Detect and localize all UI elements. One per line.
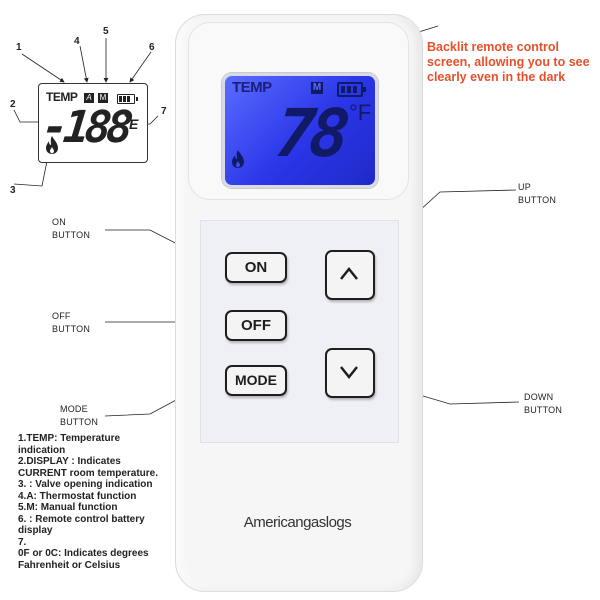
- on-button-label: ON BUTTON: [52, 216, 90, 242]
- thermostat-a-icon: A: [84, 93, 94, 103]
- down-label-line2: BUTTON: [524, 405, 563, 415]
- off-label-line2: BUTTON: [52, 324, 91, 334]
- screen-battery-icon: [337, 82, 366, 97]
- legend-item: 0F or 0C: Indicates degrees Fahrenheit o…: [18, 548, 149, 571]
- mode-button[interactable]: MODE: [225, 365, 287, 396]
- battery-icon: [117, 94, 138, 104]
- screen-temperature: 78: [272, 95, 348, 172]
- screen-manual-m-icon: M: [311, 82, 323, 94]
- legend-item: 7.: [18, 536, 27, 548]
- mini-unit-letter: E: [129, 116, 139, 132]
- legend-item: 5.M: Manual function: [18, 502, 118, 513]
- up-button-label: UP BUTTON: [518, 181, 556, 207]
- backlit-description: Backlit remote control screen, allowing …: [427, 40, 590, 84]
- callout-line-6: [129, 51, 152, 83]
- flame-icon: [46, 136, 58, 154]
- up-label-line1: UP: [518, 182, 531, 192]
- up-button[interactable]: [325, 250, 375, 300]
- off-button[interactable]: OFF: [225, 310, 287, 341]
- callout-line-4: [79, 45, 89, 83]
- legend: 1.TEMP: Temperature indication 2.DISPLAY…: [18, 433, 168, 571]
- callout-line-1: [21, 53, 65, 83]
- off-button-label: OFF BUTTON: [52, 310, 90, 336]
- legend-item: 4.A: Thermostat function: [18, 490, 137, 502]
- screen-flame-icon: [232, 150, 244, 168]
- callout-number-1: 1: [16, 42, 22, 53]
- callout-number-6: 6: [149, 42, 155, 53]
- on-label-line1: ON: [52, 217, 66, 227]
- on-button[interactable]: ON: [225, 252, 287, 283]
- down-label-line1: DOWN: [524, 392, 554, 402]
- callout-number-3: 3: [10, 185, 16, 196]
- mini-temp-label: TEMP: [46, 90, 78, 104]
- screen-temp-label: TEMP: [232, 79, 272, 96]
- mode-label-line2: BUTTON: [60, 417, 99, 427]
- legend-item: 1.TEMP: Temperature indication: [18, 433, 121, 456]
- callout-number-4: 4: [74, 36, 80, 47]
- callout-number-7: 7: [161, 106, 167, 117]
- legend-item: 6. : Remote control battery display: [18, 513, 145, 537]
- chevron-up-icon: [340, 266, 358, 280]
- backlit-lcd-screen: [222, 73, 378, 188]
- manual-m-icon: M: [98, 93, 108, 103]
- off-label-line1: OFF: [52, 311, 71, 321]
- mode-label-line1: MODE: [60, 404, 88, 414]
- callout-number-5: 5: [103, 26, 109, 37]
- screen-unit: °F: [349, 100, 372, 125]
- down-button[interactable]: [325, 348, 375, 398]
- legend-item: 2.DISPLAY : Indicates CURRENT room tempe…: [18, 456, 159, 490]
- mini-degree-symbol: °: [124, 110, 130, 125]
- callout-number-2: 2: [10, 99, 16, 110]
- chevron-down-icon: [340, 366, 358, 380]
- mode-button-label: MODE BUTTON: [60, 403, 98, 429]
- brand-name: Americangaslogs: [243, 514, 352, 531]
- on-label-line2: BUTTON: [52, 230, 91, 240]
- down-button-label: DOWN BUTTON: [524, 391, 562, 417]
- up-label-line2: BUTTON: [518, 195, 557, 205]
